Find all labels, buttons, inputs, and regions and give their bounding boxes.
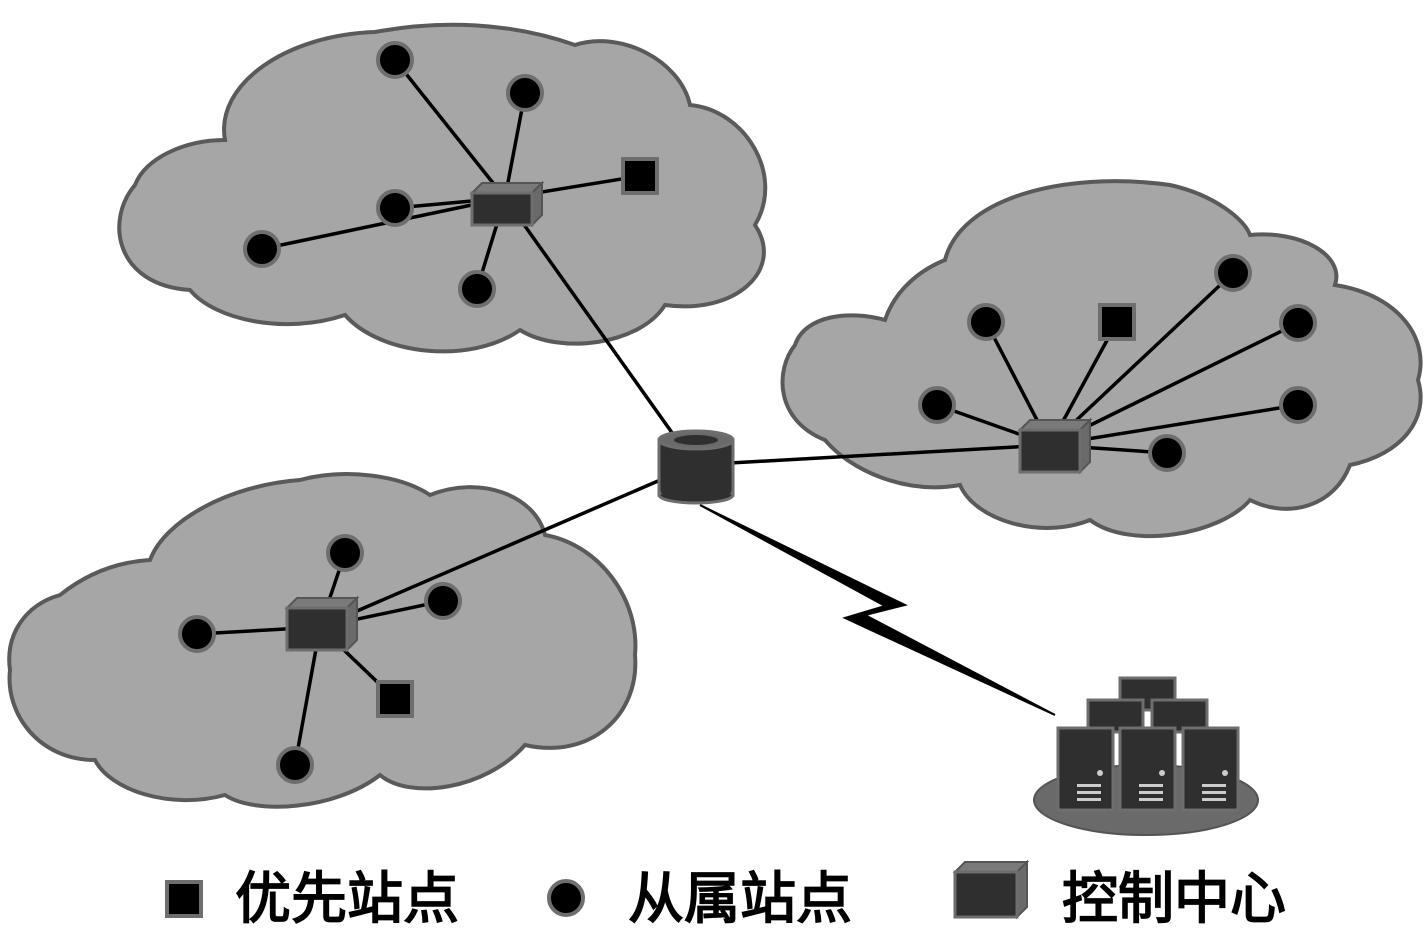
- priority-node: [1098, 303, 1136, 341]
- slave-node: [424, 582, 462, 620]
- slave-node: [1279, 386, 1317, 424]
- control-center-box: [1017, 417, 1093, 475]
- server-cluster-icon: [1033, 676, 1259, 836]
- priority-node: [376, 680, 414, 718]
- slave-node: [326, 534, 364, 572]
- slave-node: [458, 270, 496, 308]
- slave-node: [1279, 304, 1317, 342]
- slave-node: [243, 230, 281, 268]
- legend: 优先站点 从属站点 控制中心: [165, 859, 1286, 932]
- central-hub-cylinder-icon: [657, 429, 735, 505]
- cloud-network-right: [780, 179, 1423, 539]
- slave-node: [918, 386, 956, 424]
- legend-control-label: 控制中心: [1062, 866, 1286, 932]
- server-tower: [1056, 726, 1115, 812]
- legend-priority-square-icon: [165, 880, 203, 918]
- server-tower: [1118, 726, 1177, 812]
- slave-nodes: [178, 41, 1317, 784]
- priority-nodes: [376, 157, 1136, 718]
- control-center-box: [284, 595, 360, 653]
- slave-node: [1214, 254, 1252, 292]
- legend-priority-label: 优先站点: [235, 866, 459, 932]
- slave-node: [376, 189, 414, 227]
- slave-node: [967, 303, 1005, 341]
- priority-node: [621, 157, 659, 195]
- cloud-network-top-left: [117, 22, 768, 354]
- slave-node: [276, 746, 314, 784]
- slave-node: [178, 615, 216, 653]
- legend-slave-circle-icon: [547, 879, 585, 917]
- wireless-link-lightning: [699, 504, 1056, 716]
- control-center-box: [469, 180, 545, 228]
- slave-node: [1148, 434, 1186, 472]
- slave-node: [506, 74, 544, 112]
- server-tower: [1181, 726, 1240, 812]
- slave-node: [376, 41, 414, 79]
- legend-slave-label: 从属站点: [628, 866, 852, 932]
- legend-control-box-icon: [952, 859, 1030, 920]
